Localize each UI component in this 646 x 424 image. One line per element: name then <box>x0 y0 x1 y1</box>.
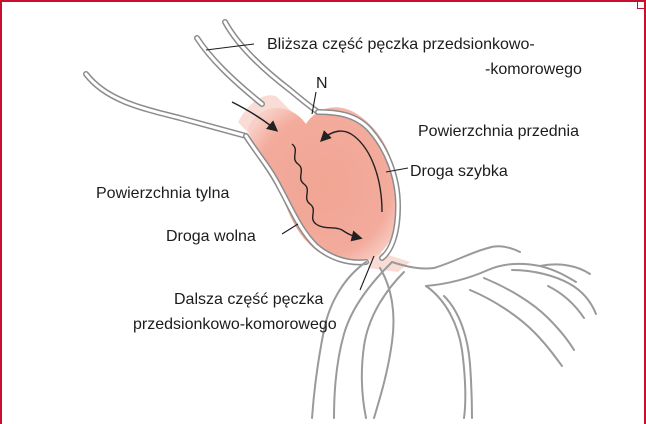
posterior-surface-label: Powierzchnia tylna <box>96 185 230 202</box>
distal-bundle-branches <box>312 246 596 418</box>
node-label: N <box>316 75 328 92</box>
left-incoming-bundle <box>86 74 246 136</box>
fast-pathway-label: Droga szybka <box>410 163 508 180</box>
proximal-bundle-label-line1: Bliższa część pęczka przedsionkowo- <box>267 36 535 53</box>
av-node-body <box>248 107 398 262</box>
distal-bundle-label-line1: Dalsza część pęczka <box>174 291 323 308</box>
proximal-bundle-label-line2: -komorowego <box>485 61 582 78</box>
slow-pathway-label: Droga wolna <box>166 228 256 245</box>
anterior-surface-label: Powierzchnia przednia <box>418 123 579 140</box>
distal-bundle-label-line2: przedsionkowo-komorowego <box>133 316 337 333</box>
